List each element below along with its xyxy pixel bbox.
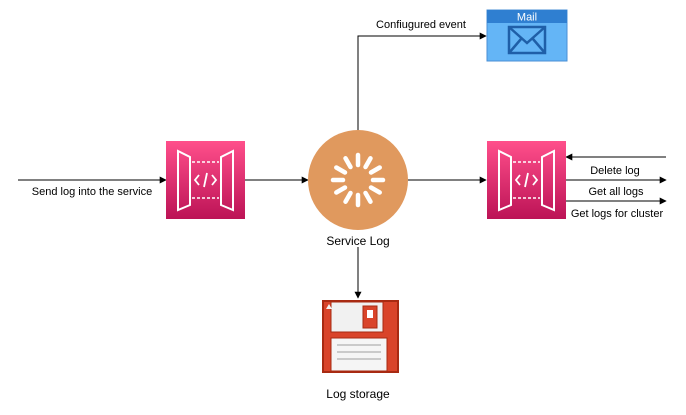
service-circle — [308, 130, 408, 230]
right-api-gateway-icon — [487, 141, 566, 219]
spinner-icon — [330, 152, 386, 208]
spinner-tick — [343, 190, 353, 204]
spinner-tick — [334, 165, 348, 175]
floppy-disk-icon — [322, 300, 399, 373]
mail-node — [486, 9, 568, 62]
edge-configured-event — [357, 32, 487, 130]
log-storage-label: Log storage — [326, 387, 390, 401]
envelope-icon — [507, 25, 547, 55]
get-all-logs-label: Get all logs — [588, 186, 644, 198]
left-api-gateway-icon — [166, 141, 245, 219]
spinner-tick — [343, 156, 353, 170]
spinner-tick — [363, 190, 373, 204]
service-log-node — [308, 130, 408, 230]
spinner-tick — [368, 185, 382, 195]
get-logs-cluster-label: Get logs for cluster — [571, 208, 664, 220]
delete-log-label: Delete log — [590, 165, 640, 177]
configured-event-label: Confiugured event — [376, 19, 466, 31]
spinner-tick — [363, 156, 373, 170]
spinner-tick — [368, 165, 382, 175]
send-log-label: Send log into the service — [32, 186, 152, 198]
mail-title: Mail — [517, 12, 537, 24]
service-log-label: Service Log — [326, 234, 389, 248]
spinner-tick — [334, 185, 348, 195]
